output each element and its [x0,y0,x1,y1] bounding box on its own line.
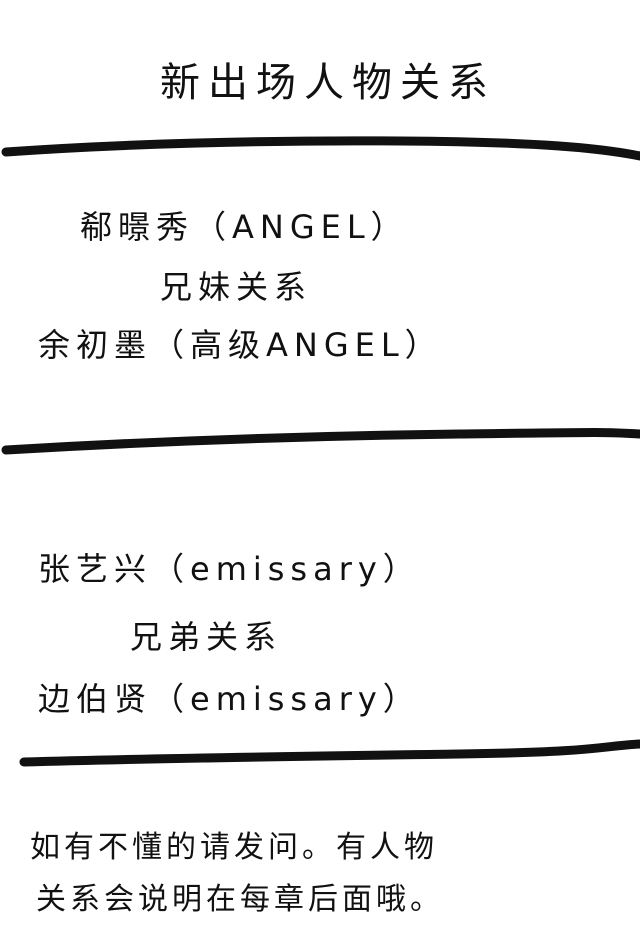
note-line: 关系会说明在每章后面哦。 [36,882,444,917]
relation-label: 兄弟关系 [130,618,283,656]
divider-line-top [1,136,640,161]
character-name: 余初墨（高级ANGEL） [38,326,443,364]
character-name: 边伯贤（emissary） [38,680,421,718]
divider-line-middle [1,428,640,455]
note-line: 如有不懂的请发问。有人物 [30,830,438,865]
divider-line-bottom [19,739,640,767]
page-title: 新出场人物关系 [160,60,496,106]
character-name: 张艺兴（emissary） [38,550,421,588]
relation-label: 兄妹关系 [160,268,313,306]
character-name: 郗暻秀（ANGEL） [80,208,409,246]
